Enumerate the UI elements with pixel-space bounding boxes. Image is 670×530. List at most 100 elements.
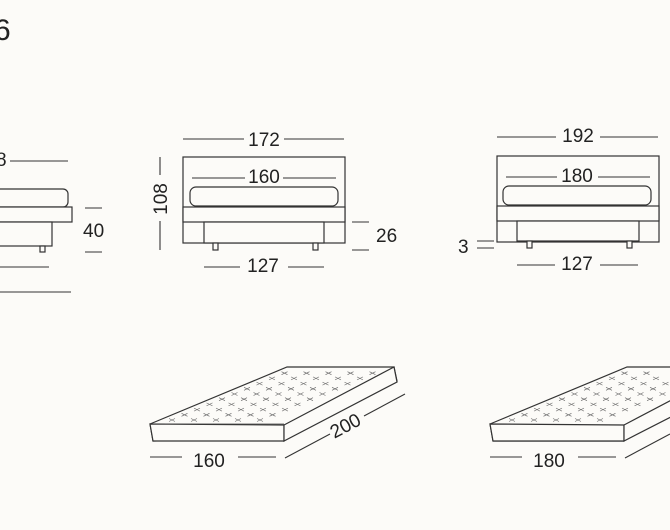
partial-mattress bbox=[0, 188, 69, 208]
tuft-mark bbox=[347, 371, 354, 375]
tuft-mark bbox=[627, 387, 635, 391]
mattress-160-iso: 160 200 bbox=[149, 366, 406, 472]
tuft-mark bbox=[543, 413, 550, 417]
corner-label: 6 bbox=[0, 14, 11, 47]
bed-160-elevation: 172 160 108 26 127 bbox=[151, 130, 397, 277]
tuft-mark bbox=[662, 381, 669, 386]
tuft-mark bbox=[621, 407, 629, 412]
tuft-mark bbox=[250, 402, 257, 407]
tuft-mark bbox=[312, 376, 320, 381]
tuft-mark bbox=[300, 381, 307, 386]
tuft-mark bbox=[309, 387, 317, 391]
tuft-mark bbox=[521, 413, 528, 417]
tuft-mark bbox=[609, 413, 616, 417]
bed180-frame bbox=[496, 205, 660, 222]
tuft-mark bbox=[218, 397, 226, 401]
tuft-mark bbox=[325, 371, 332, 375]
mattress160-length-dim-upper bbox=[363, 393, 406, 417]
tuft-mark bbox=[287, 387, 295, 391]
bed-elevation-partial: 8 40 bbox=[0, 150, 104, 293]
bed180-mattress-width-label: 180 bbox=[561, 166, 593, 187]
bed160-base-width-label: 127 bbox=[247, 256, 279, 277]
tuft-mark bbox=[269, 413, 276, 417]
tuft-mark bbox=[331, 387, 339, 391]
tuft-mark bbox=[608, 376, 616, 381]
partial-height-label: 40 bbox=[83, 221, 104, 242]
tuft-mark bbox=[652, 376, 660, 381]
tuft-mark bbox=[599, 407, 607, 412]
tuft-mark bbox=[634, 402, 641, 407]
tuft-mark bbox=[602, 397, 610, 401]
mattress160-tufting bbox=[168, 371, 376, 422]
bed160-base bbox=[203, 221, 325, 244]
bed180-base-width-label: 127 bbox=[561, 254, 593, 275]
tuft-mark bbox=[574, 418, 582, 422]
tuft-mark bbox=[618, 381, 625, 386]
partial-frame bbox=[0, 206, 73, 223]
tuft-mark bbox=[577, 407, 585, 412]
tuft-mark bbox=[190, 418, 198, 422]
tuft-mark bbox=[281, 407, 289, 412]
tuft-mark bbox=[243, 387, 251, 391]
tuft-mark bbox=[630, 376, 638, 381]
tuft-mark bbox=[659, 392, 666, 396]
bed-180-elevation: 192 180 3 127 bbox=[458, 126, 660, 275]
tuft-mark bbox=[181, 413, 188, 417]
tuft-mark bbox=[612, 402, 619, 407]
tuft-mark bbox=[319, 392, 326, 396]
tuft-mark bbox=[533, 407, 541, 412]
tuft-mark bbox=[624, 397, 632, 401]
mattress180-width-label: 180 bbox=[533, 451, 565, 472]
bed180-foot-right bbox=[626, 240, 633, 249]
tuft-mark bbox=[306, 397, 314, 401]
tuft-mark bbox=[583, 387, 591, 391]
tuft-mark bbox=[247, 413, 254, 417]
tuft-mark bbox=[268, 376, 276, 381]
tuft-mark bbox=[256, 381, 263, 386]
tuft-mark bbox=[265, 387, 273, 391]
tuft-mark bbox=[231, 392, 238, 396]
mattress160-length-dim-lower bbox=[284, 433, 331, 459]
bed180-feet-height-label: 3 bbox=[458, 237, 469, 258]
tuft-mark bbox=[256, 418, 264, 422]
bed160-frame bbox=[182, 206, 346, 223]
bed160-overall-width-label: 172 bbox=[248, 130, 280, 151]
tuft-mark bbox=[234, 418, 242, 422]
tuft-mark bbox=[605, 387, 613, 391]
tuft-mark bbox=[571, 392, 578, 396]
tuft-mark bbox=[228, 402, 235, 407]
tuft-mark bbox=[215, 407, 223, 412]
tuft-mark bbox=[303, 371, 310, 375]
tuft-mark bbox=[596, 418, 604, 422]
tuft-mark bbox=[212, 418, 220, 422]
tuft-mark bbox=[568, 402, 575, 407]
tuft-mark bbox=[203, 413, 210, 417]
tuft-mark bbox=[259, 407, 267, 412]
tuft-mark bbox=[356, 376, 364, 381]
tuft-mark bbox=[297, 392, 304, 396]
tuft-mark bbox=[272, 402, 279, 407]
mattress180-tufting bbox=[508, 371, 669, 422]
tuft-mark bbox=[596, 381, 603, 386]
tuft-mark bbox=[546, 402, 553, 407]
tuft-mark bbox=[344, 381, 351, 386]
tuft-mark bbox=[294, 402, 301, 407]
tuft-mark bbox=[508, 418, 516, 422]
tuft-mark bbox=[225, 413, 232, 417]
mattress160-width-label: 160 bbox=[193, 451, 225, 472]
tuft-mark bbox=[284, 397, 292, 401]
tuft-mark bbox=[558, 397, 566, 401]
bed160-mattress bbox=[189, 186, 339, 207]
bed180-foot-left bbox=[526, 240, 533, 249]
tuft-mark bbox=[580, 397, 588, 401]
tuft-mark bbox=[640, 381, 647, 386]
tuft-mark bbox=[649, 387, 657, 391]
tuft-mark bbox=[281, 371, 288, 375]
bed160-base-height-label: 26 bbox=[376, 226, 397, 247]
tuft-mark bbox=[643, 371, 650, 375]
tuft-mark bbox=[587, 413, 594, 417]
tuft-mark bbox=[637, 392, 644, 396]
tuft-mark bbox=[369, 371, 376, 375]
bed180-overall-width-label: 192 bbox=[562, 126, 594, 147]
partial-width-label: 8 bbox=[0, 150, 7, 171]
